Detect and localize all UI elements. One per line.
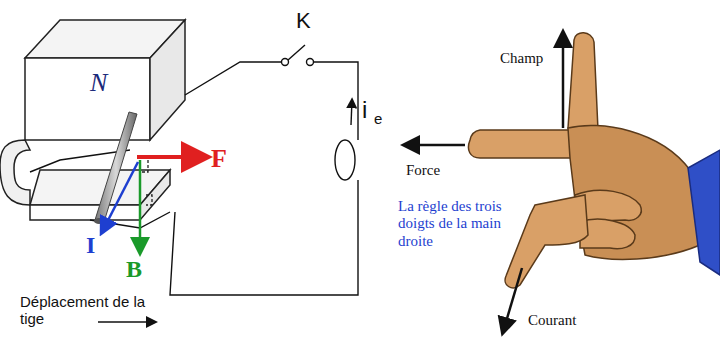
- current-arrow: [503, 268, 522, 332]
- force-vector: [137, 155, 205, 159]
- force-caption: Force: [406, 162, 440, 179]
- motion-caption: Déplacement de la tige: [20, 293, 160, 328]
- force-arrow: [405, 144, 465, 147]
- field-caption: Champ: [500, 50, 543, 67]
- circuit-wires: [30, 45, 358, 295]
- field-label: B: [126, 256, 142, 284]
- field-vector: [139, 160, 142, 252]
- field-arrow: [562, 33, 565, 128]
- pole-label: N: [90, 68, 107, 98]
- hand: [468, 33, 720, 288]
- motion-arrow: [98, 321, 155, 323]
- current-label: I: [86, 232, 95, 260]
- force-label: F: [211, 144, 227, 174]
- rule-caption: La règle des trois doigts de la main dro…: [398, 198, 506, 250]
- current-symbol: i: [362, 96, 367, 124]
- right-angle-mark: [140, 160, 152, 205]
- current-caption: Courant: [528, 312, 576, 329]
- switch-label: K: [296, 8, 311, 33]
- current-subscript: e: [374, 110, 382, 127]
- magnet: [0, 20, 185, 220]
- current-vector: [102, 162, 138, 232]
- rod-end: [94, 218, 104, 224]
